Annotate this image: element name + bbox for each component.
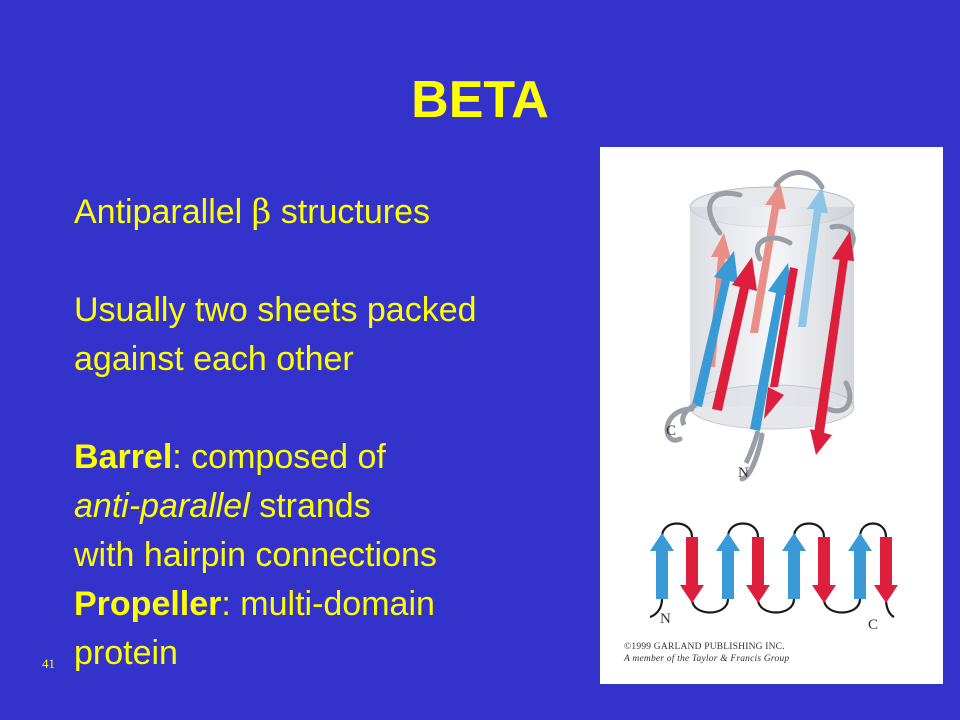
barrel-label-c: C — [666, 423, 677, 439]
copyright-notice: ©1999 GARLAND PUBLISHING INC. A member o… — [624, 641, 934, 665]
topology-up-strands — [650, 533, 872, 599]
beta-barrel-illustration — [649, 170, 898, 619]
topology-label-c: C — [868, 617, 879, 633]
copyright-line-1: ©1999 GARLAND PUBLISHING INC. — [624, 642, 785, 652]
body-line-anti-parallel: anti-parallel strands — [74, 487, 371, 525]
slide-body: Antiparallel β structures Usually two sh… — [74, 188, 594, 678]
topology-down-strands — [680, 537, 898, 603]
topology-loops — [649, 522, 895, 619]
propeller-term: Propeller — [74, 585, 222, 623]
barrel-term: Barrel — [74, 438, 173, 476]
body-line-sheets: Usually two sheets packed — [74, 291, 477, 329]
body-line-propeller: Propeller: multi-domain — [74, 585, 435, 623]
body-line-against: against each other — [74, 340, 354, 378]
slide-title: BETA — [411, 71, 549, 129]
anti-parallel-term: anti-parallel — [74, 487, 250, 525]
slide-number: 41 — [42, 656, 55, 671]
beta-barrel-figure: C N N C ©1999 GARLAND PUBLISHING INC. A … — [600, 147, 943, 684]
topology-diagram — [649, 522, 898, 619]
barrel-label-n: N — [738, 465, 749, 481]
copyright-line-2: A member of the Taylor & Francis Group — [624, 654, 790, 664]
body-line-antiparallel: Antiparallel β structures — [74, 192, 431, 232]
body-line-hairpin: with hairpin connections — [74, 536, 437, 574]
beta-symbol: β — [251, 192, 272, 232]
front-strands — [692, 231, 854, 455]
hairpin-loops — [664, 170, 856, 482]
body-line-protein: protein — [74, 634, 178, 672]
topology-label-n: N — [660, 611, 671, 627]
body-line-barrel: Barrel: composed of — [74, 438, 386, 476]
